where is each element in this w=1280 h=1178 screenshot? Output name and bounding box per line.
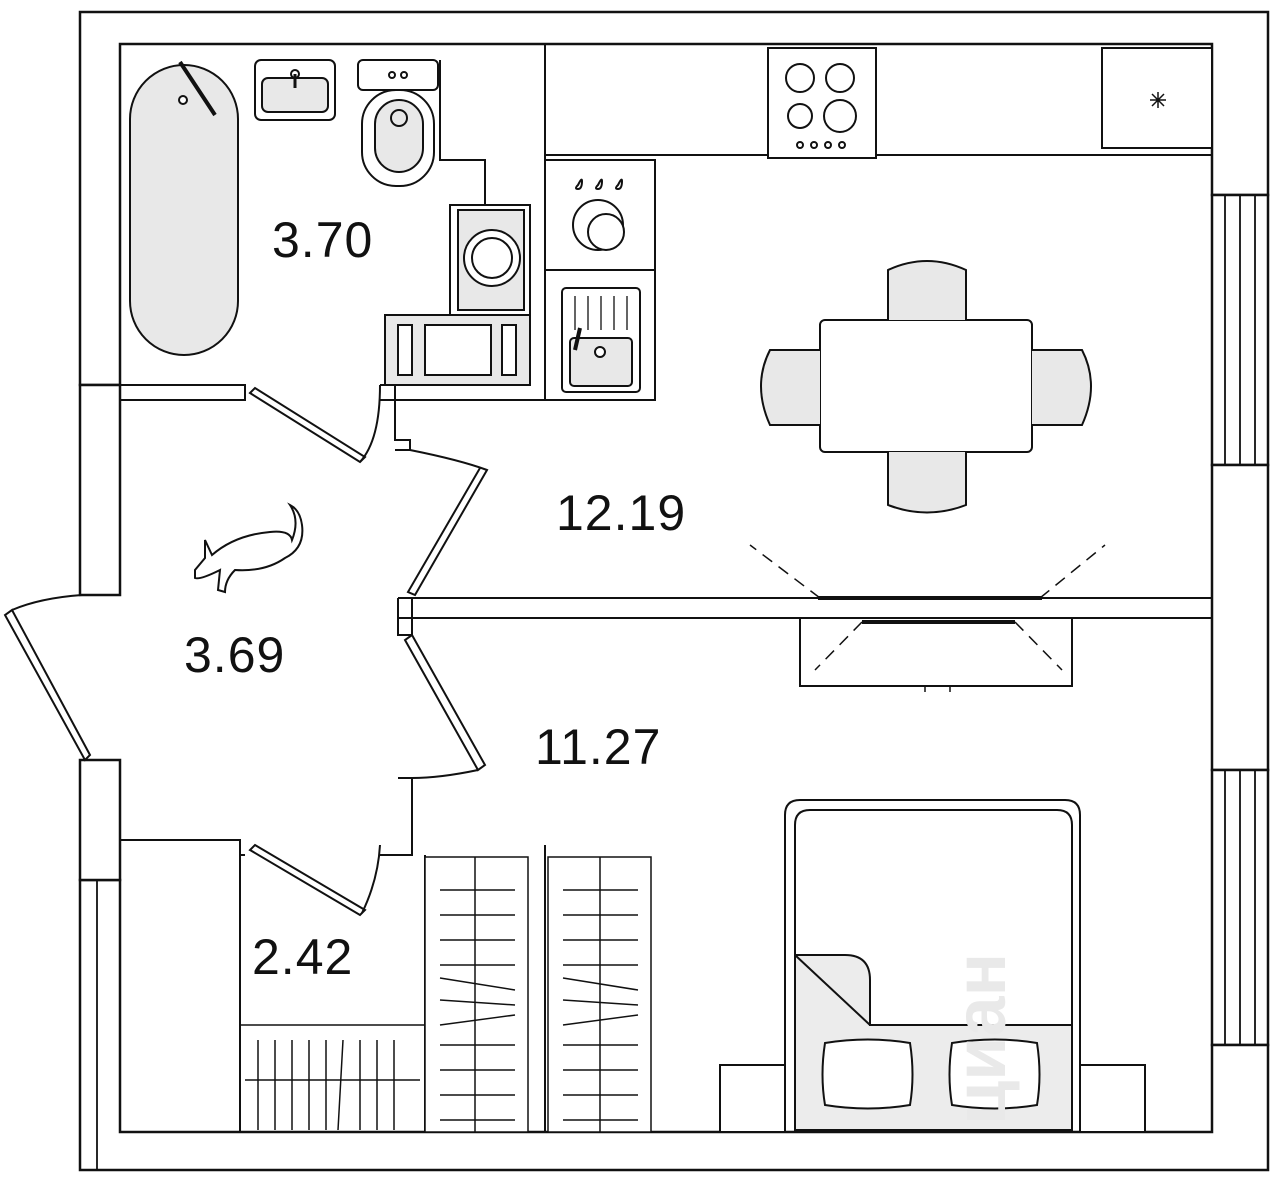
- windows: [96, 195, 1256, 1170]
- washing-machine: [439, 60, 531, 316]
- sink: [254, 59, 336, 121]
- tv-screens: [749, 544, 1106, 692]
- fridge: [1101, 47, 1213, 155]
- bathroom-area-label: 3.70: [272, 212, 374, 268]
- stove: [767, 47, 877, 159]
- dishwasher: [572, 178, 625, 251]
- dining-table: [760, 260, 1092, 514]
- storage-area-label: 2.42: [252, 929, 354, 985]
- bathroom-cabinet: [384, 314, 531, 386]
- toilet: [357, 59, 439, 187]
- bathtub: [129, 60, 239, 356]
- cat-illustration: [194, 502, 304, 594]
- kitchen-living-area-label: 12.19: [556, 485, 687, 541]
- hallway-area-label: 3.69: [184, 627, 286, 683]
- wardrobes: [424, 856, 652, 1133]
- doors: [3, 384, 489, 917]
- kitchen-counter: [545, 154, 1212, 271]
- bed: [719, 799, 1146, 1133]
- storage-shelves: [240, 1024, 425, 1131]
- watermark: циан: [941, 952, 1021, 1125]
- bedroom-area-label: 11.27: [535, 719, 662, 775]
- outer-walls: [78, 10, 1270, 1172]
- kitchen-sink: [561, 287, 641, 393]
